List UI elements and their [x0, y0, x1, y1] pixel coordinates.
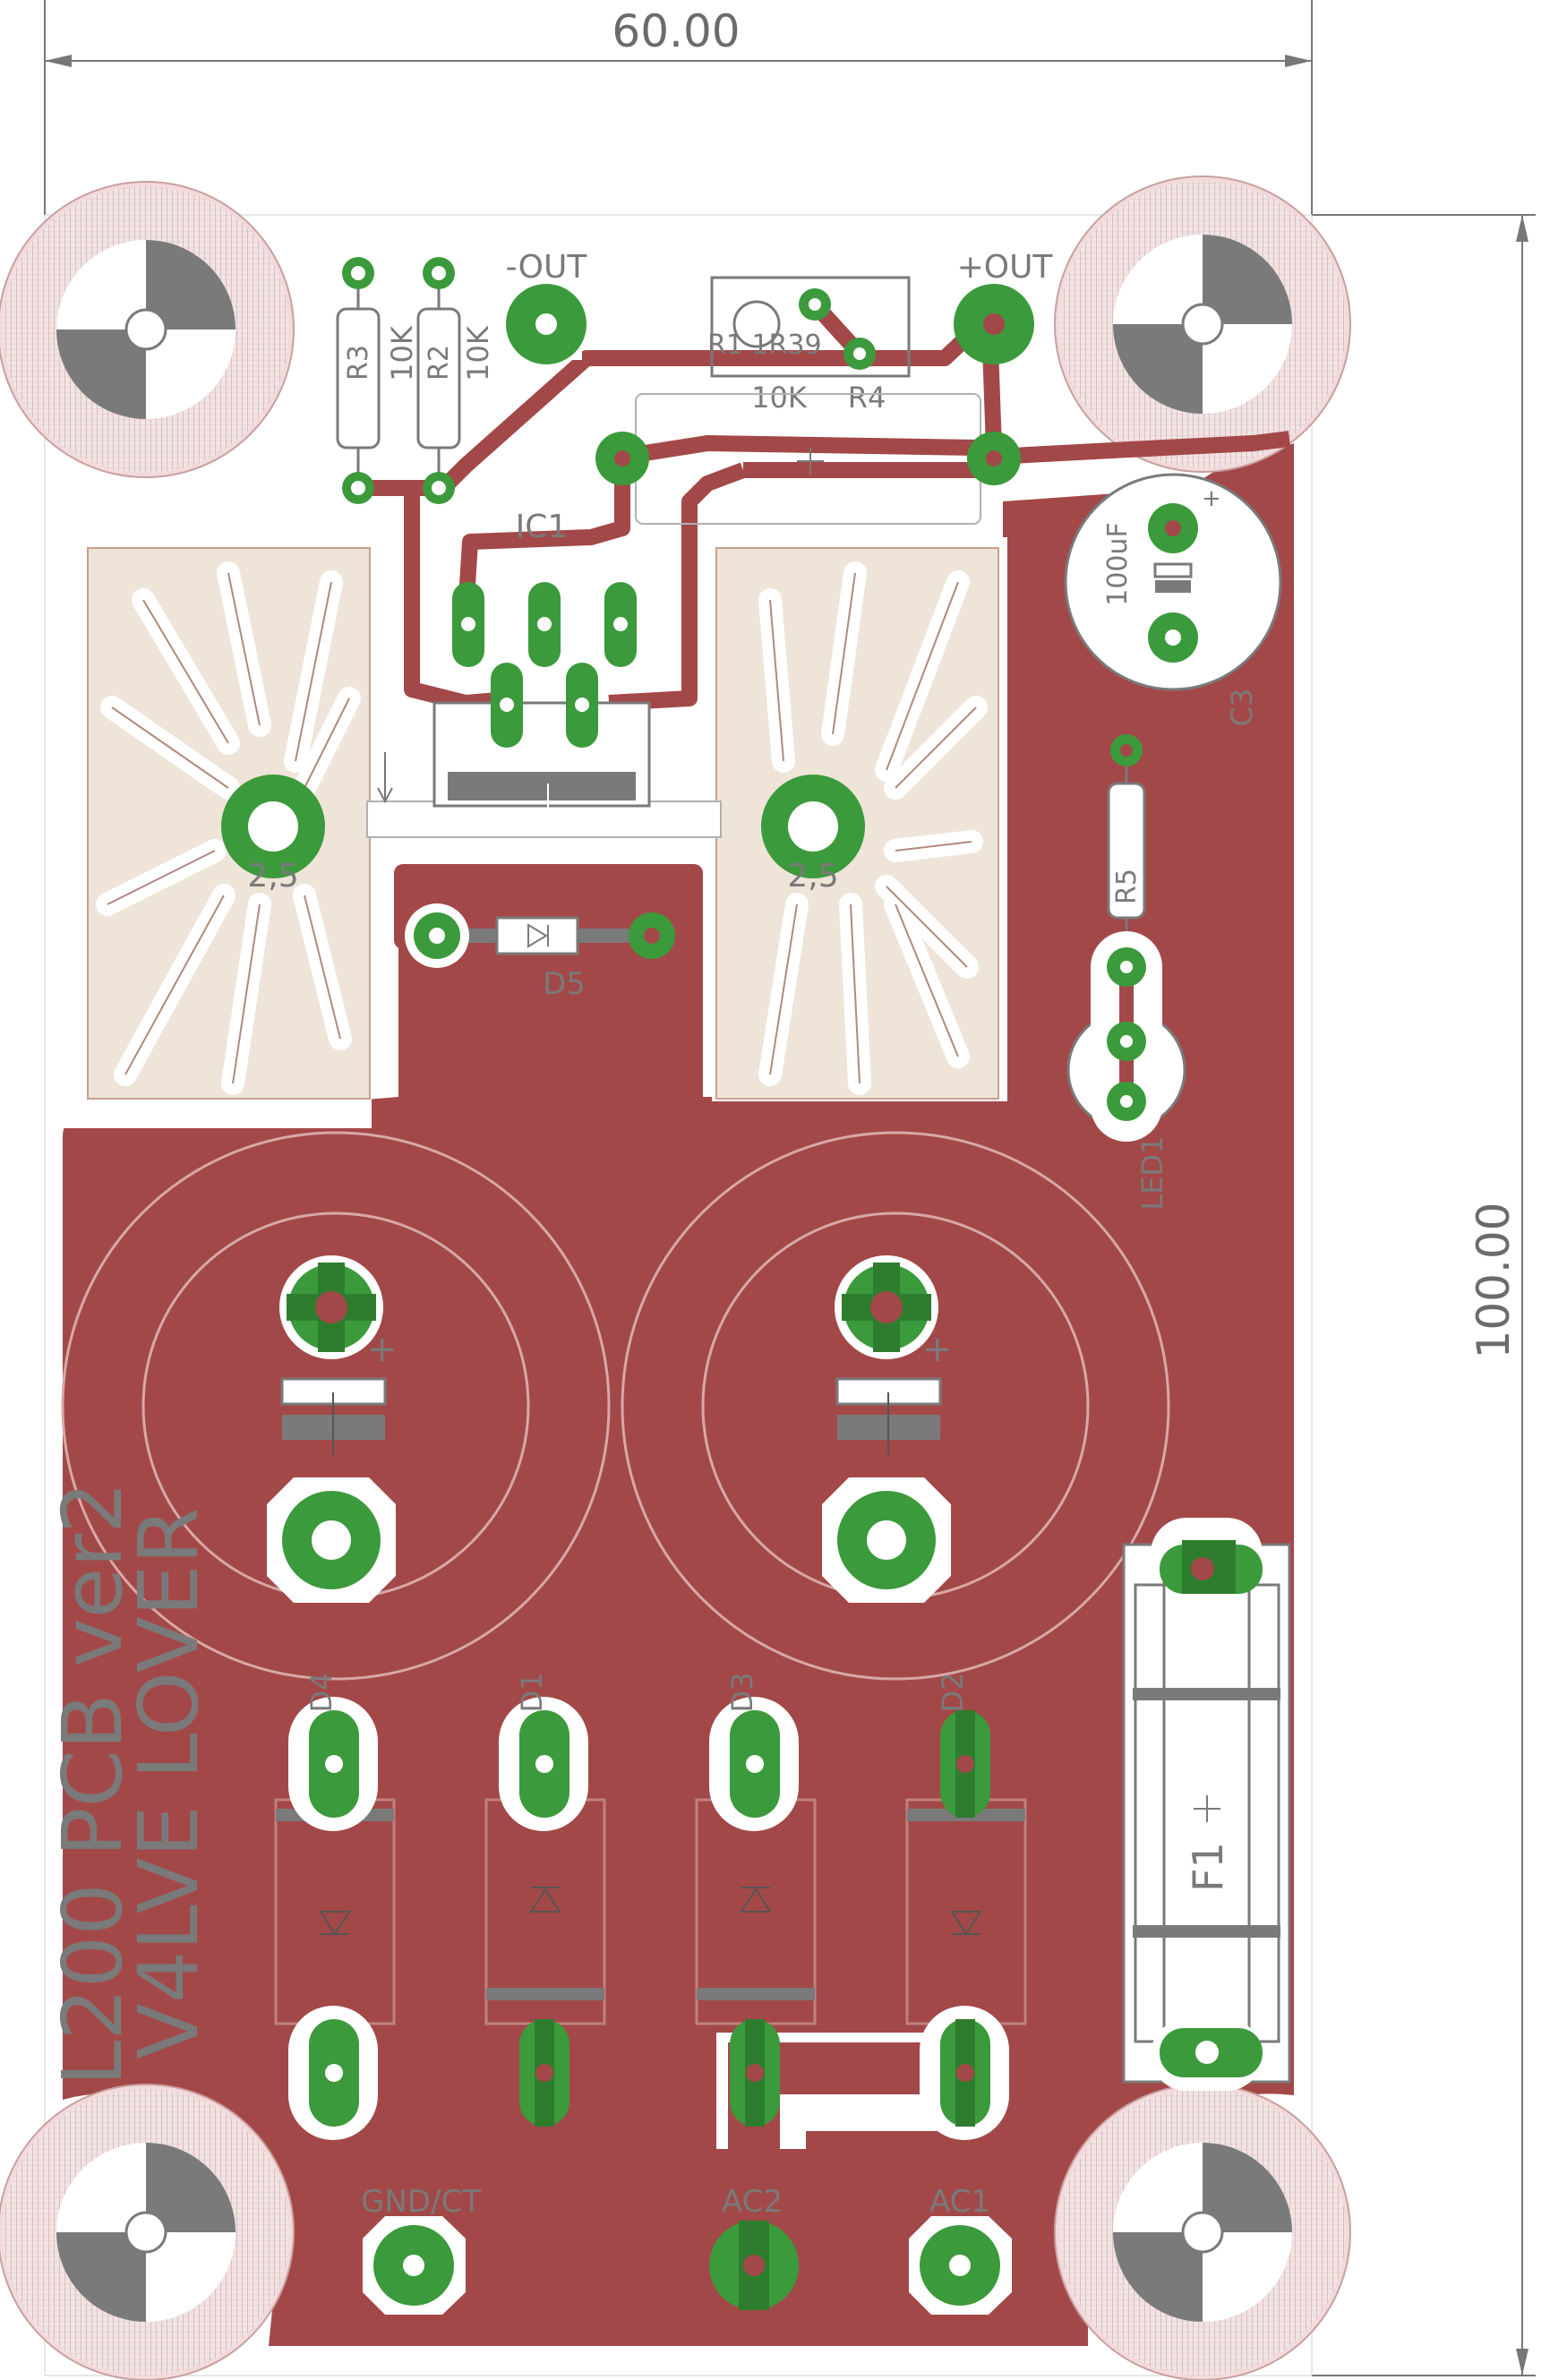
output-plus-terminal: +OUT: [954, 249, 1053, 364]
width-dimension-label: 60.00: [612, 5, 740, 57]
resistor-r5: R5: [1107, 734, 1146, 963]
bridge-diode-d1: D1: [484, 1673, 606, 2127]
terminal-ac1: AC1: [909, 2184, 1012, 2315]
heatsink-right: 2,5: [715, 547, 999, 1100]
svg-text:+: +: [922, 1329, 953, 1370]
filter-capacitor-right: +: [621, 1131, 1170, 1681]
branding-line-2: V4LVE LOVER: [121, 1507, 217, 2059]
capacitor-c3: + 100uF C3: [1064, 473, 1282, 727]
output-minus-terminal: -OUT: [506, 249, 588, 364]
heatsink-right-label: 2,5: [787, 858, 838, 895]
ic1-regulator: IC1: [432, 509, 651, 810]
svg-text:+: +: [1202, 485, 1221, 512]
dimension-width: 60.00: [44, 0, 1313, 215]
r1-r6-stack-label: R1 1R39: [707, 330, 822, 361]
d5-label: D5: [543, 966, 586, 1002]
f1-label: F1: [1184, 1842, 1232, 1892]
c3-name-label: C3: [1225, 689, 1259, 727]
d5-copper-island: [394, 864, 703, 949]
copper-ground-pour: [63, 443, 1294, 2346]
r2-name: R2: [424, 345, 455, 381]
r5-label: R5: [1111, 869, 1143, 904]
diode-d5: D5: [405, 903, 675, 1002]
svg-text:+: +: [367, 1329, 398, 1370]
ic1-label: IC1: [516, 509, 569, 545]
bridge-diode-d3: D3: [695, 1673, 817, 2127]
gnd-ct-label: GND/CT: [361, 2184, 481, 2220]
r4-label: R4: [848, 381, 886, 415]
heatsink-bridge: [366, 800, 722, 838]
r3-name: R3: [343, 345, 374, 381]
branding-line-1: L200 PCB ver2: [45, 1481, 141, 2086]
led1-label: LED1: [1135, 1135, 1169, 1210]
r2-value: 10K: [461, 325, 495, 381]
heatsink-left-label: 2,5: [247, 858, 298, 895]
r1-value-label: 10K: [751, 381, 808, 415]
board-branding: L200 PCB ver2 V4LVE LOVER: [45, 1481, 217, 2086]
c3-value-label: 100uF: [1102, 522, 1134, 606]
out-plus-label: +OUT: [957, 249, 1054, 286]
terminal-gnd-ct: GND/CT: [361, 2184, 481, 2315]
heatsink-left: 2,5: [87, 547, 371, 1100]
mounting-hole-top-left: [0, 181, 295, 478]
power-resistor: [595, 393, 1021, 525]
mounting-hole-top-right: [1054, 176, 1351, 473]
resistor-r2: R2 10K: [416, 257, 495, 504]
d3-label: D3: [725, 1673, 759, 1713]
mounting-hole-bottom-left: [0, 2084, 295, 2380]
bridge-diode-d4: D4: [274, 1673, 396, 2140]
mounting-hole-bottom-right: [1054, 2084, 1351, 2380]
bridge-diode-d2: D2: [905, 1673, 1027, 2140]
trimmer-r1-r4: R1 1R39 10K R4: [707, 276, 911, 415]
d2-label: D2: [936, 1673, 970, 1713]
height-dimension-label: 100.00: [1468, 1203, 1520, 1359]
led1: LED1: [1066, 931, 1186, 1211]
filter-capacitor-left: +: [61, 1131, 611, 1681]
d1-label: D1: [515, 1673, 549, 1713]
resistor-r3: R3 10K: [336, 257, 419, 504]
ac2-label: AC2: [722, 2184, 783, 2220]
ac1-label: AC1: [929, 2184, 990, 2220]
terminal-ac2: AC2: [709, 2184, 799, 2310]
d4-label: D4: [304, 1673, 338, 1713]
out-minus-label: -OUT: [506, 249, 588, 286]
r3-value: 10K: [385, 325, 419, 381]
fuse-f1: F1: [1122, 1518, 1291, 2091]
dimension-height: 100.00: [1312, 214, 1536, 2376]
